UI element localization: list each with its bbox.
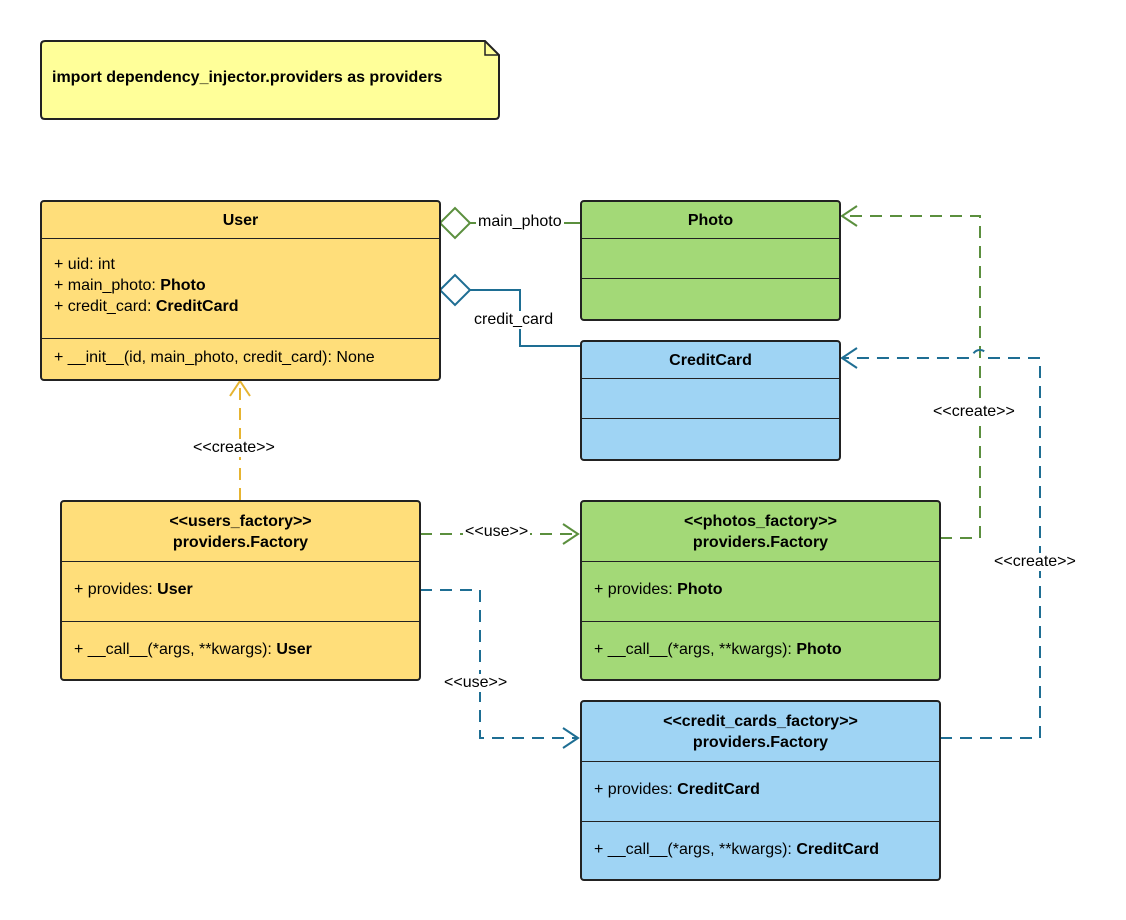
user-class-title: User (222, 211, 259, 229)
users-factory-provides: + provides: User (74, 581, 193, 598)
users-factory-stereotype: <<users_factory>> (169, 512, 312, 530)
main-photo-label: main_photo (476, 213, 564, 231)
attr-uid: + uid: int (54, 256, 115, 273)
user-methods: + __init__(id, main_photo, credit_card):… (42, 338, 439, 379)
users-factory-header: <<users_factory>> providers.Factory (62, 502, 419, 561)
photo-methods (582, 278, 839, 319)
credit-card-class: CreditCard (580, 340, 841, 461)
credit-cards-factory-methods: + __call__(*args, **kwargs): CreditCard (582, 821, 939, 879)
create-photo-label: <<create>> (933, 403, 1015, 421)
photo-class-header: Photo (582, 202, 839, 238)
method-init: + __init__(id, main_photo, credit_card):… (54, 349, 375, 366)
users-factory-class-name: providers.Factory (172, 533, 309, 551)
user-attributes: + uid: int + main_photo: Photo + credit_… (42, 238, 439, 338)
use-credit-cards-line (420, 589, 578, 739)
users-factory-attributes: + provides: User (62, 561, 419, 621)
attr-credit-card: + credit_card: CreditCard (54, 298, 239, 315)
create-credit-card-line (842, 349, 1041, 739)
photos-factory-provides: + provides: Photo (594, 581, 723, 598)
use-credit-cards-arrowhead (562, 727, 580, 749)
use-credit-cards-label: <<use>> (444, 674, 508, 692)
credit-card-class-header: CreditCard (582, 342, 839, 378)
create-photo-line (842, 215, 981, 539)
credit-cards-factory-class-name: providers.Factory (692, 733, 829, 751)
photos-factory-class: <<photos_factory>> providers.Factory + p… (580, 500, 941, 681)
credit-card-label: credit_card (474, 311, 554, 329)
use-photos-arrowhead (562, 523, 580, 545)
credit-cards-factory-stereotype: <<credit_cards_factory>> (663, 712, 858, 730)
credit-card-class-title: CreditCard (669, 351, 752, 369)
attr-main-photo: + main_photo: Photo (54, 277, 206, 294)
user-class: User + uid: int + main_photo: Photo + cr… (40, 200, 441, 381)
photo-attributes (582, 238, 839, 278)
import-note: import dependency_injector.providers as … (40, 40, 500, 120)
create-user-arrowhead (229, 379, 251, 397)
create-user-label: <<create>> (193, 439, 275, 457)
credit-card-methods (582, 418, 839, 459)
photos-factory-attributes: + provides: Photo (582, 561, 939, 621)
credit-card-attributes (582, 378, 839, 418)
photos-factory-class-name: providers.Factory (692, 533, 829, 551)
photo-class: Photo (580, 200, 841, 321)
create-credit-card-label: <<create>> (994, 553, 1076, 571)
credit-cards-factory-class: <<credit_cards_factory>> providers.Facto… (580, 700, 941, 881)
photos-factory-call: + __call__(*args, **kwargs): Photo (594, 641, 842, 658)
main-photo-aggregation-diamond (438, 206, 472, 240)
users-factory-methods: + __call__(*args, **kwargs): User (62, 621, 419, 679)
user-class-header: User (42, 202, 439, 238)
credit-cards-factory-header: <<credit_cards_factory>> providers.Facto… (582, 702, 939, 761)
photos-factory-header: <<photos_factory>> providers.Factory (582, 502, 939, 561)
photos-factory-stereotype: <<photos_factory>> (684, 512, 837, 530)
use-photos-label: <<use>> (463, 523, 531, 541)
users-factory-call: + __call__(*args, **kwargs): User (74, 641, 312, 658)
photo-class-title: Photo (687, 211, 734, 229)
create-credit-card-arrowhead (840, 347, 858, 369)
credit-cards-factory-call: + __call__(*args, **kwargs): CreditCard (594, 841, 879, 858)
credit-card-aggregation-diamond (438, 273, 472, 307)
credit-cards-factory-provides: + provides: CreditCard (594, 781, 760, 798)
import-note-text: import dependency_injector.providers as … (52, 69, 443, 86)
users-factory-class: <<users_factory>> providers.Factory + pr… (60, 500, 421, 681)
credit-cards-factory-attributes: + provides: CreditCard (582, 761, 939, 821)
photos-factory-methods: + __call__(*args, **kwargs): Photo (582, 621, 939, 679)
create-photo-arrowhead (840, 205, 858, 227)
